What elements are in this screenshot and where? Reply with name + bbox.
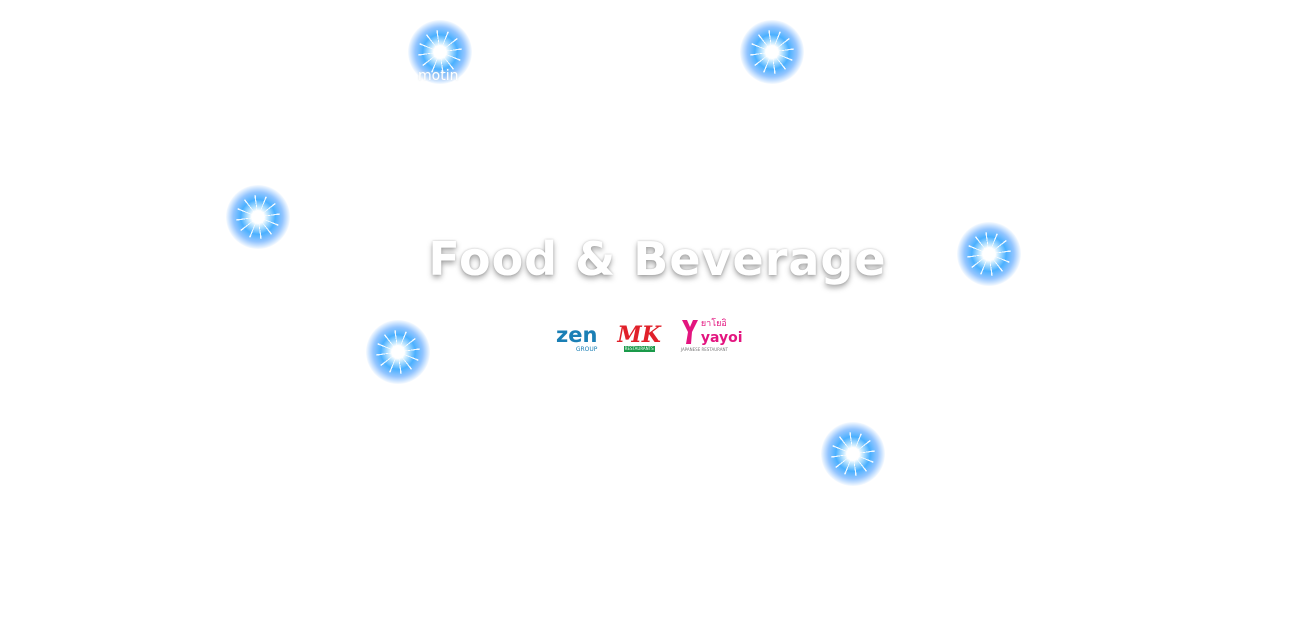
yayoi-logo[interactable]: ยาโยอิ yayoi JAPANESE RESTAURANT [681, 318, 743, 353]
yayoi-logo-texts: ยาโยอิ yayoi [701, 319, 743, 346]
yayoi-logo-row: ยาโยอิ yayoi [681, 318, 743, 346]
sparkle-decoration [821, 422, 885, 486]
sparkle-decoration [408, 20, 472, 84]
sparkle-decoration [740, 20, 804, 84]
yayoi-logo-text: yayoi [700, 329, 743, 346]
yayoi-logo-sub: JAPANESE RESTAURANT [680, 347, 728, 352]
faint-text: motin [418, 68, 459, 84]
yayoi-logo-mark-icon [681, 320, 698, 344]
brand-logos: zen GROUP MK RESTAURANTS ยาโยอิ yayoi JA… [556, 318, 743, 354]
zen-group-logo[interactable]: zen GROUP [556, 318, 597, 354]
zen-logo-text: zen [556, 323, 598, 347]
mk-logo-sub: RESTAURANTS [623, 346, 655, 352]
zen-logo-sub: GROUP [575, 346, 598, 353]
mk-restaurants-logo[interactable]: MK RESTAURANTS [617, 318, 661, 352]
sparkle-decoration [226, 185, 290, 249]
sparkle-decoration [366, 320, 430, 384]
yayoi-thai-text: ยาโยอิ [700, 318, 727, 329]
mk-logo-text: MK [617, 322, 661, 348]
sparkle-decoration [957, 222, 1021, 286]
page-title: Food & Beverage [428, 232, 887, 286]
